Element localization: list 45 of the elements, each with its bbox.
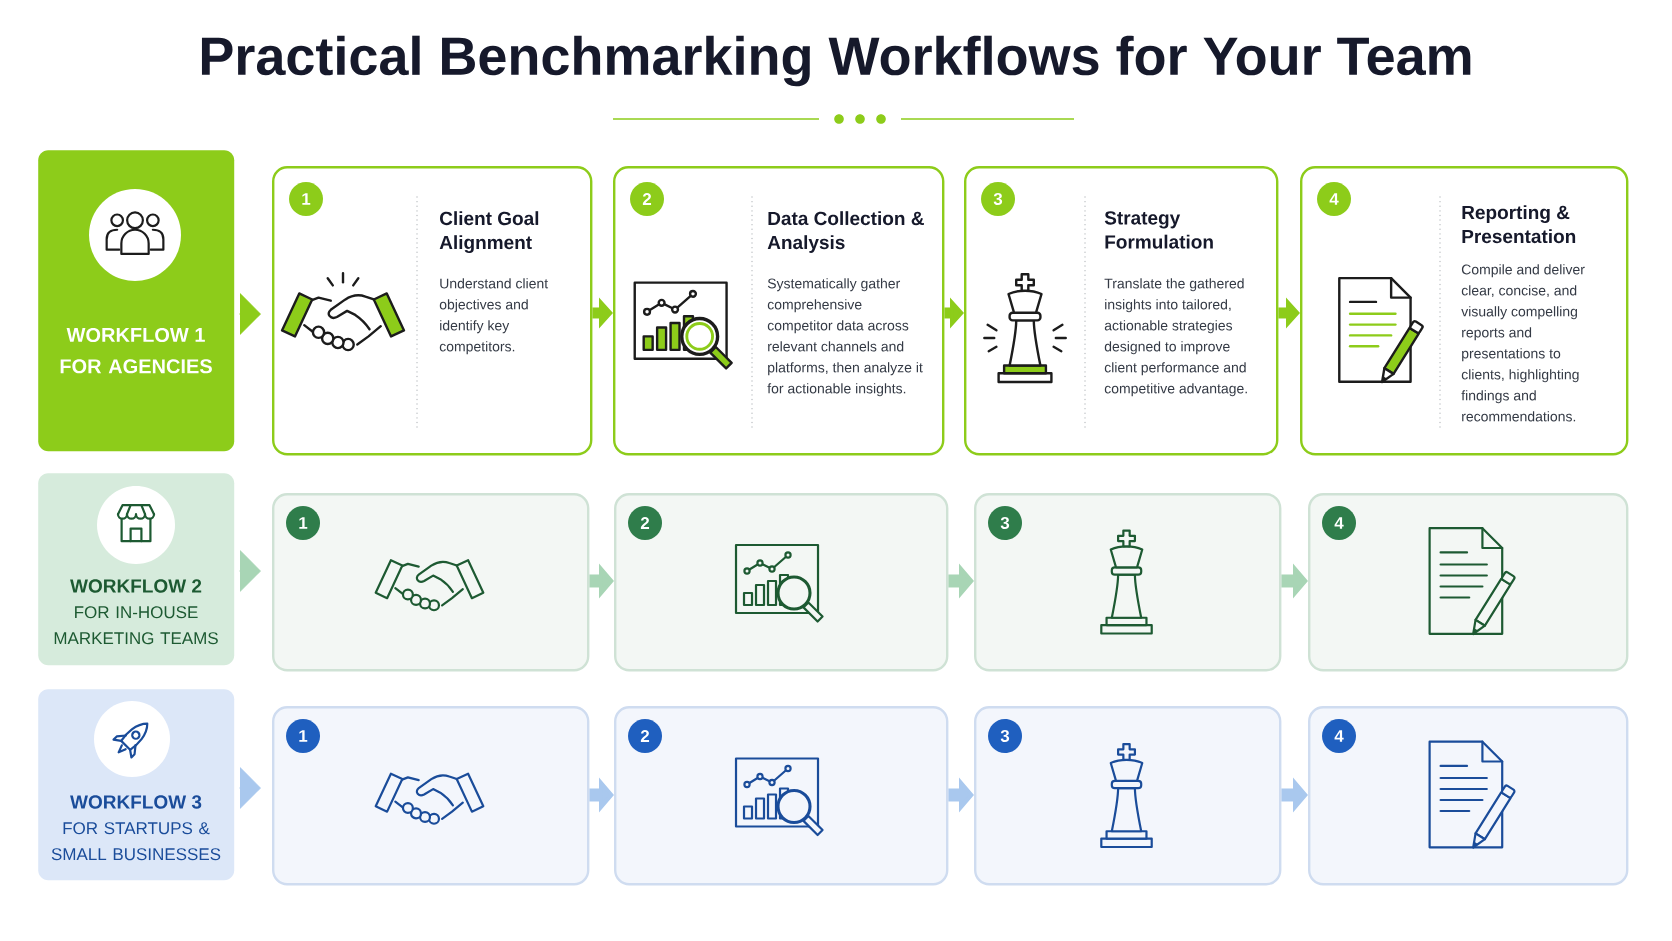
- step-title: Reporting & Presentation: [1462, 205, 1576, 244]
- step-description: Compile and deliver clear, concise, and visually compelling reports and presentations to clients, highlighting findings and recommendations.: [1461, 264, 1585, 422]
- number-badge: 2: [628, 506, 662, 540]
- number-badge: 2: [630, 182, 664, 216]
- workflow-subtitle: FOR STARTUPS & SMALL BUSINESSES: [51, 822, 221, 861]
- number-badge: 3: [988, 719, 1022, 753]
- workflow-panel: [38, 473, 235, 666]
- step-description: Systematically gather comprehensive competitor data across relevant channels and platforms, then analyze it for actionable insights.: [767, 278, 923, 397]
- step-card: [272, 166, 593, 456]
- number-badge: 4: [1322, 506, 1356, 540]
- step-card: [1300, 166, 1629, 456]
- workflow-title: WORKFLOW 2: [70, 579, 202, 593]
- number-badge: 1: [289, 182, 323, 216]
- step-card: [614, 705, 949, 886]
- number-badge: 4: [1322, 719, 1356, 753]
- number-badge: 3: [981, 182, 1015, 216]
- arrow: [238, 293, 261, 335]
- step-description: Understand client objectives and identify key competitors.: [439, 278, 549, 355]
- step-title: Data Collection & Analysis: [767, 211, 924, 253]
- workflow-subtitle: FOR AGENCIES: [60, 359, 212, 374]
- workflow-title: WORKFLOW 1: [66, 327, 205, 343]
- workflow-subtitle: FOR IN-HOUSE MARKETING TEAMS: [54, 606, 218, 645]
- workflow-title: WORKFLOW 3: [70, 795, 202, 809]
- step-title: Client Goal Alignment: [439, 211, 539, 253]
- step-card: [272, 705, 590, 886]
- workflow-panel: [38, 689, 235, 881]
- step-card: [1308, 493, 1629, 672]
- arrow: [238, 767, 261, 809]
- step-card: [613, 166, 945, 456]
- step-card: [974, 705, 1282, 886]
- page-title: Practical Benchmarking Workflows for Your Team: [201, 35, 1471, 87]
- arrow: [238, 550, 261, 592]
- number-badge: 2: [628, 719, 662, 753]
- number-badge: 1: [286, 506, 320, 540]
- step-card: [272, 493, 590, 672]
- step-card: [614, 493, 949, 672]
- step-title: Strategy Formulation: [1104, 211, 1213, 249]
- number-badge: 1: [286, 719, 320, 753]
- step-card: [974, 493, 1282, 672]
- number-badge: 3: [988, 506, 1022, 540]
- step-card: [1308, 705, 1629, 886]
- step-description: Translate the gathered insights into tailored, actionable strategies designed to improve client performance and competitive advantage.: [1104, 278, 1247, 397]
- number-badge: 4: [1317, 182, 1351, 216]
- workflow-panel: [38, 150, 235, 452]
- step-card: [964, 166, 1279, 456]
